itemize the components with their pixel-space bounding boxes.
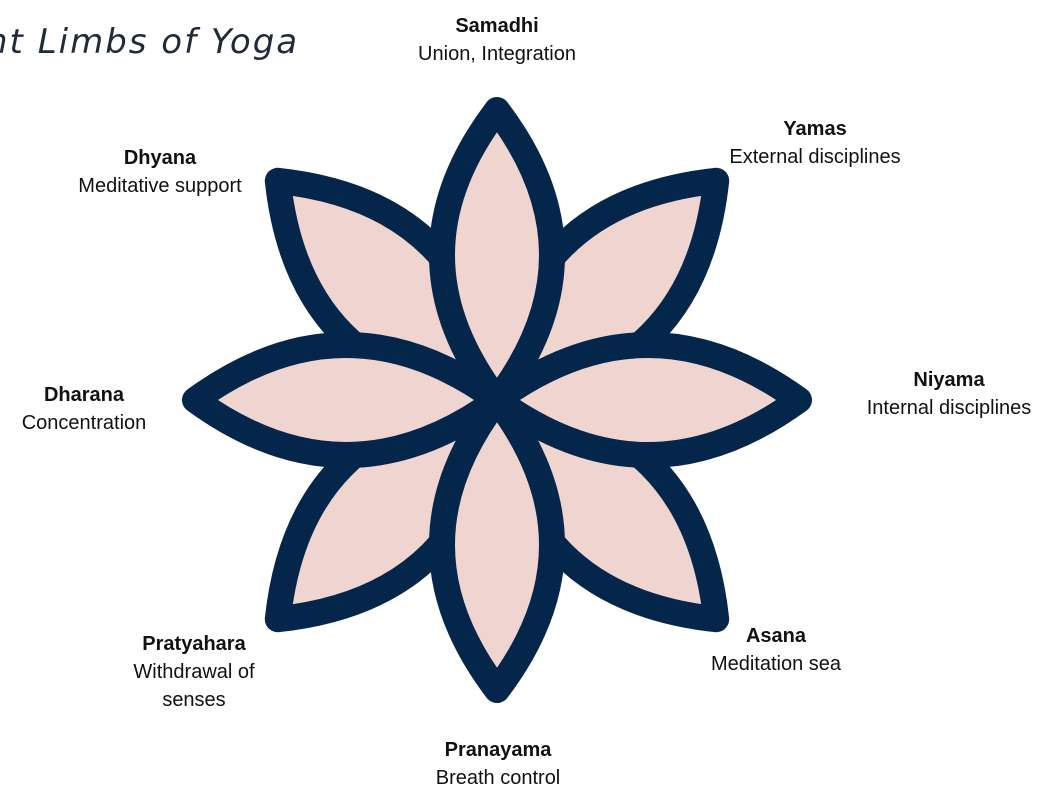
- limb-name: Niyama: [867, 366, 1032, 394]
- limb-description: External disciplines: [729, 143, 900, 171]
- petal-dharana: [195, 345, 497, 455]
- limb-label-dhyana: Dhyana Meditative support: [78, 144, 241, 200]
- limb-description: Meditative support: [78, 172, 241, 200]
- limb-description: Concentration: [22, 409, 147, 437]
- limb-name: Pranayama: [436, 736, 561, 764]
- petal-pranayama: [442, 400, 552, 690]
- limb-description: Meditation sea: [711, 650, 841, 678]
- limb-description: Internal disciplines: [867, 394, 1032, 422]
- limb-name: Yamas: [729, 115, 900, 143]
- limb-name: Samadhi: [418, 12, 576, 40]
- petal-niyama: [497, 345, 799, 455]
- limb-label-dharana: Dharana Concentration: [22, 381, 147, 437]
- limb-label-pratyahara: Pratyahara Withdrawal of senses: [104, 630, 284, 714]
- limb-description: Breath control: [436, 764, 561, 792]
- limb-label-pranayama: Pranayama Breath control: [436, 736, 561, 792]
- limb-name: Pratyahara: [104, 630, 284, 658]
- limb-label-niyama: Niyama Internal disciplines: [867, 366, 1032, 422]
- petal-layer: [195, 110, 799, 690]
- petal-samadhi: [442, 110, 552, 400]
- limb-name: Asana: [711, 622, 841, 650]
- limb-label-asana: Asana Meditation sea: [711, 622, 841, 678]
- limb-label-samadhi: Samadhi Union, Integration: [418, 12, 576, 68]
- limb-name: Dhyana: [78, 144, 241, 172]
- limb-label-yamas: Yamas External disciplines: [729, 115, 900, 171]
- limb-description: Union, Integration: [418, 40, 576, 68]
- limb-description: Withdrawal of senses: [104, 658, 284, 714]
- limb-name: Dharana: [22, 381, 147, 409]
